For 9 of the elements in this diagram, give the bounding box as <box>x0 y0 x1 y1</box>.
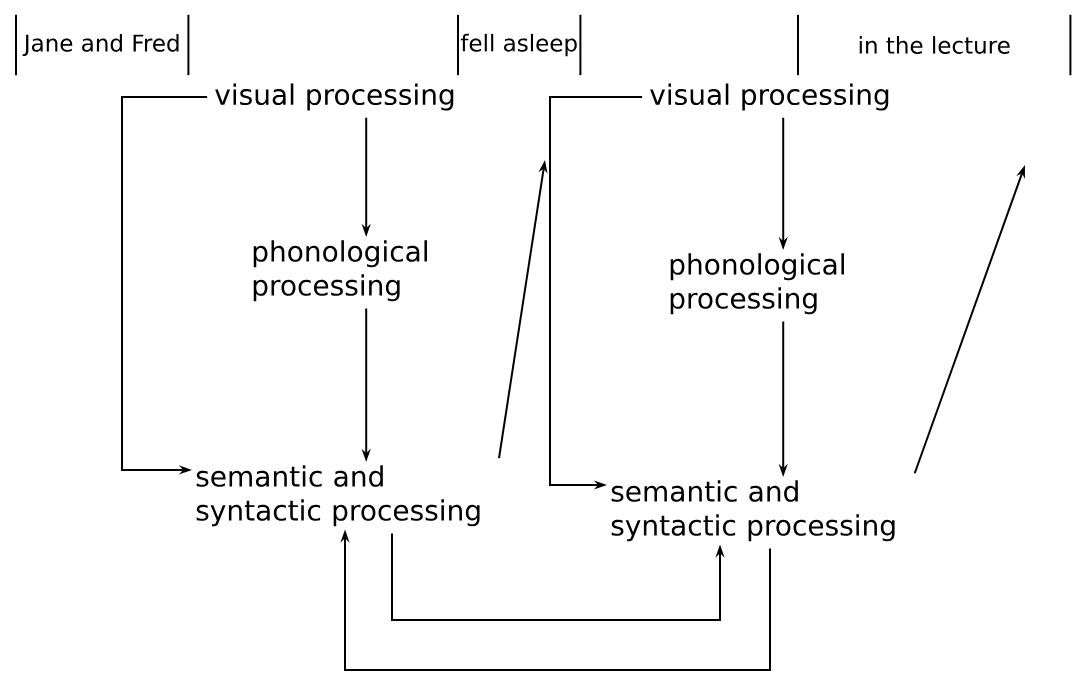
process-label: semantic and syntactic processing <box>196 465 480 527</box>
word-segment: in the lecture <box>797 13 1072 77</box>
process-label: visual processing <box>650 83 889 111</box>
process-label: phonological processing <box>670 253 844 315</box>
process-label: semantic and syntactic processing <box>611 480 895 542</box>
word-segment: fell asleep <box>457 13 582 77</box>
word-segment: Jane and Fred <box>15 13 190 77</box>
process-label: visual processing <box>215 83 454 111</box>
process-label: phonological processing <box>253 240 427 302</box>
